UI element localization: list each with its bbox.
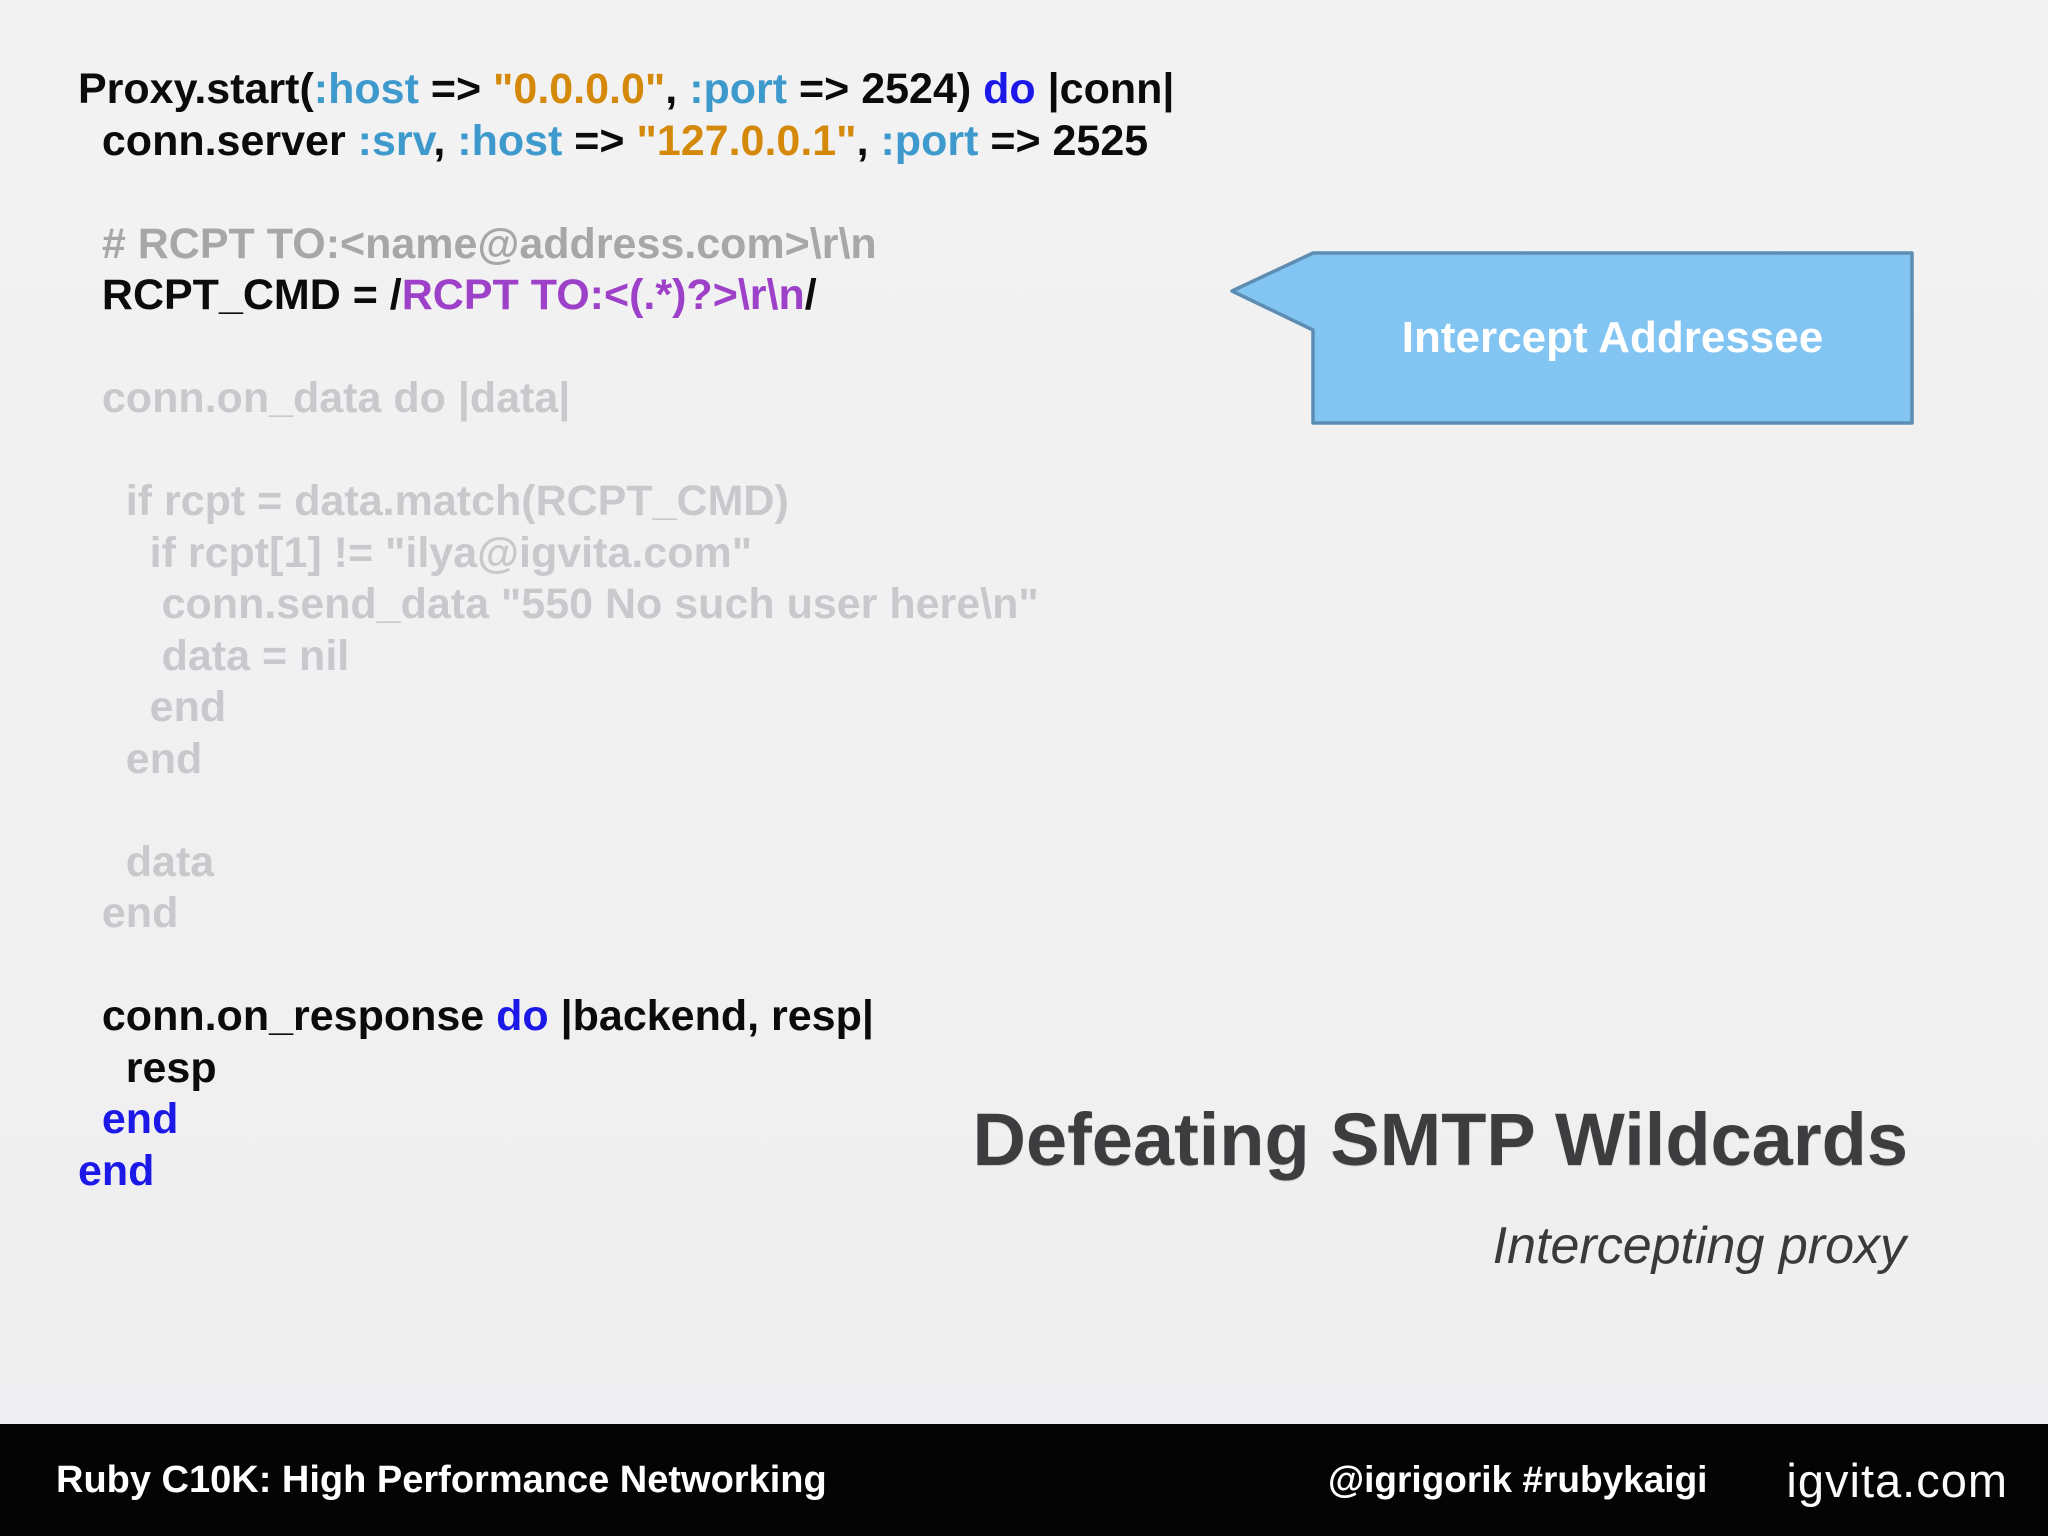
footer-author-hashtag: @igrigorik #rubykaigi: [1328, 1459, 1708, 1500]
code-token-plain: =>: [562, 116, 637, 165]
code-token-dim: end: [78, 683, 227, 731]
code-token-plain: |conn|: [1035, 65, 1175, 113]
code-line: [78, 425, 1174, 477]
code-token-plain: Proxy.start(: [78, 65, 314, 113]
code-token-plain: =>: [418, 65, 494, 113]
code-token-com: # RCPT TO:<name@address.com>\r\n: [78, 219, 877, 268]
code-token-plain: => 2525: [978, 116, 1149, 165]
code-line: end: [78, 888, 1174, 940]
code-token-dim: if rcpt[1] != "ilya@igvita.com": [78, 528, 753, 577]
code-line: RCPT_CMD = /RCPT TO:<(.*)?>\r\n/: [78, 270, 1174, 322]
code-token-sym: :host: [457, 116, 563, 165]
code-token-dim: if rcpt = data.match(RCPT_CMD): [78, 477, 789, 525]
code-line: end: [78, 682, 1174, 734]
code-line: conn.server :srv, :host => "127.0.0.1", …: [78, 116, 1174, 168]
code-token-sym: :srv: [357, 116, 434, 165]
code-block: Proxy.start(:host => "0.0.0.0", :port =>…: [78, 64, 1174, 1197]
code-token-plain: conn.on_response: [78, 992, 497, 1040]
code-token-kw: end: [78, 1146, 155, 1195]
callout-bubble-shape: [1230, 251, 1914, 425]
code-token-dim: data = nil: [78, 631, 350, 680]
code-token-kw: do: [983, 65, 1036, 113]
code-token-sym: :port: [880, 116, 979, 165]
code-line: conn.on_data do |data|: [78, 373, 1174, 425]
footer-presentation-title: Ruby C10K: High Performance Networking: [56, 1458, 827, 1501]
speech-bubble-with-tail: [1230, 251, 1914, 425]
footer-bar: Ruby C10K: High Performance Networking @…: [0, 1424, 2048, 1536]
code-token-dim: conn.send_data "550 No such user here\n": [78, 580, 1039, 628]
code-line: end: [78, 1094, 1174, 1146]
code-line: conn.on_response do |backend, resp|: [78, 991, 1174, 1043]
code-token-dim: conn.on_data do |data|: [78, 374, 571, 422]
code-line: [78, 322, 1174, 374]
code-token-sym: :port: [689, 65, 788, 113]
slide-title: Defeating SMTP Wildcards: [972, 1098, 1908, 1181]
code-token-plain: conn.server: [78, 116, 358, 165]
code-line: [78, 167, 1174, 219]
code-line: resp: [78, 1043, 1174, 1095]
code-token-str: "127.0.0.1": [636, 116, 857, 165]
code-token-str: "0.0.0.0": [493, 65, 666, 113]
code-line: Proxy.start(:host => "0.0.0.0", :port =>…: [78, 64, 1174, 116]
code-line: if rcpt[1] != "ilya@igvita.com": [78, 528, 1174, 580]
code-line: # RCPT TO:<name@address.com>\r\n: [78, 219, 1174, 271]
code-token-kw: do: [496, 992, 549, 1040]
code-token-plain: resp: [78, 1043, 217, 1092]
code-token-dim: end: [78, 889, 179, 937]
code-line: [78, 785, 1174, 837]
code-line: conn.send_data "550 No such user here\n": [78, 579, 1174, 631]
code-token-plain: ,: [665, 65, 690, 113]
code-line: data = nil: [78, 631, 1174, 683]
code-token-plain: ,: [856, 116, 881, 165]
code-token-plain: ,: [433, 116, 458, 165]
callout-bubble: Intercept Addressee: [1225, 246, 1920, 431]
code-line: end: [78, 734, 1174, 786]
code-token-plain: /: [804, 271, 817, 319]
code-token-plain: RCPT_CMD = /: [78, 271, 402, 319]
callout-label: Intercept Addressee: [1401, 313, 1824, 362]
code-token-kw: end: [78, 1095, 179, 1143]
code-token-dim: data: [78, 837, 215, 886]
code-token-rx: RCPT TO:<(.*)?>\r\n: [401, 271, 805, 319]
code-token-dim: end: [78, 734, 203, 783]
code-token-sym: :host: [313, 65, 419, 113]
code-line: end: [78, 1146, 1174, 1198]
footer-site-logo: igvita.com: [1786, 1453, 2008, 1507]
code-token-plain: => 2524): [787, 65, 984, 113]
code-line: if rcpt = data.match(RCPT_CMD): [78, 476, 1174, 528]
code-token-plain: |backend, resp|: [548, 992, 874, 1040]
code-line: [78, 940, 1174, 992]
slide-subtitle: Intercepting proxy: [1492, 1217, 1906, 1275]
code-line: data: [78, 837, 1174, 889]
